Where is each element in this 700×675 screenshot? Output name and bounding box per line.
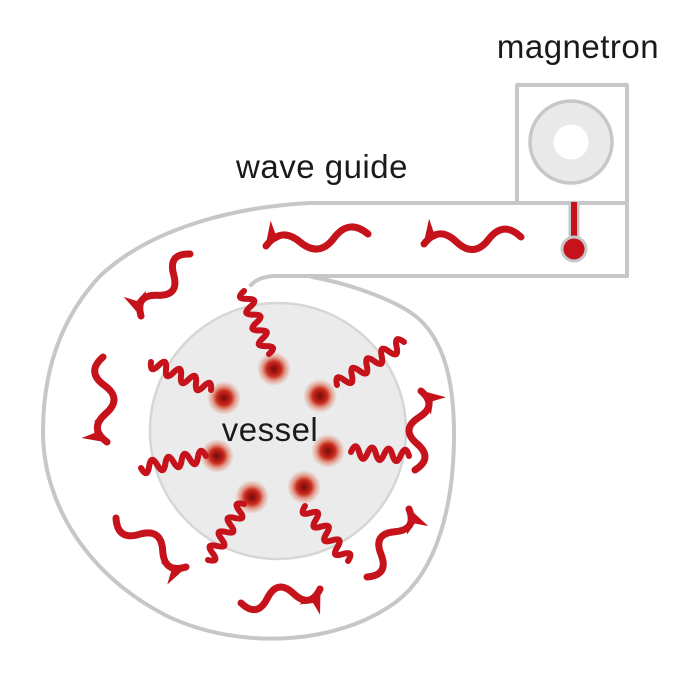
microwave-penetrating-wave [333,336,407,388]
heated-particle [303,379,337,413]
vessel-label: vessel [222,411,319,448]
heated-particle [200,439,234,473]
microwave-penetrating-wave [236,288,277,357]
microwave-penetrating-wave [205,500,247,564]
heated-particle [311,434,345,468]
microwave-penetrating-wave [299,503,354,564]
microwave-penetrating-wave [348,443,412,465]
microwave-flow-arrow [112,514,190,585]
microwave-flow-arrow [405,387,447,474]
vessel-microwaves [138,288,412,564]
microwave-penetrating-wave [147,358,215,394]
waveguide-inner-wall [249,274,629,287]
channel-microwave-arrows [81,218,525,615]
antenna-tip [560,235,588,263]
waveguide-outer-spiral-wall [41,201,629,641]
magnetron-label: magnetron [497,28,659,65]
microwave-flow-arrow [237,583,324,615]
microwave-flow-arrow [81,353,118,446]
microwave-flow-arrow [262,220,372,253]
heated-particle [257,352,291,386]
heated-particles [200,352,345,514]
microwave-flow-arrow [363,505,429,581]
heated-particle [287,470,321,504]
microwave-flow-arrow [123,250,194,320]
microwave-flow-arrow [420,218,525,253]
heated-particle [207,381,241,415]
magnetron-housing [515,83,629,278]
wave-guide-label: wave guide [235,148,408,185]
magnetron-core-hole [553,124,589,160]
microwave-penetrating-wave [138,447,209,477]
